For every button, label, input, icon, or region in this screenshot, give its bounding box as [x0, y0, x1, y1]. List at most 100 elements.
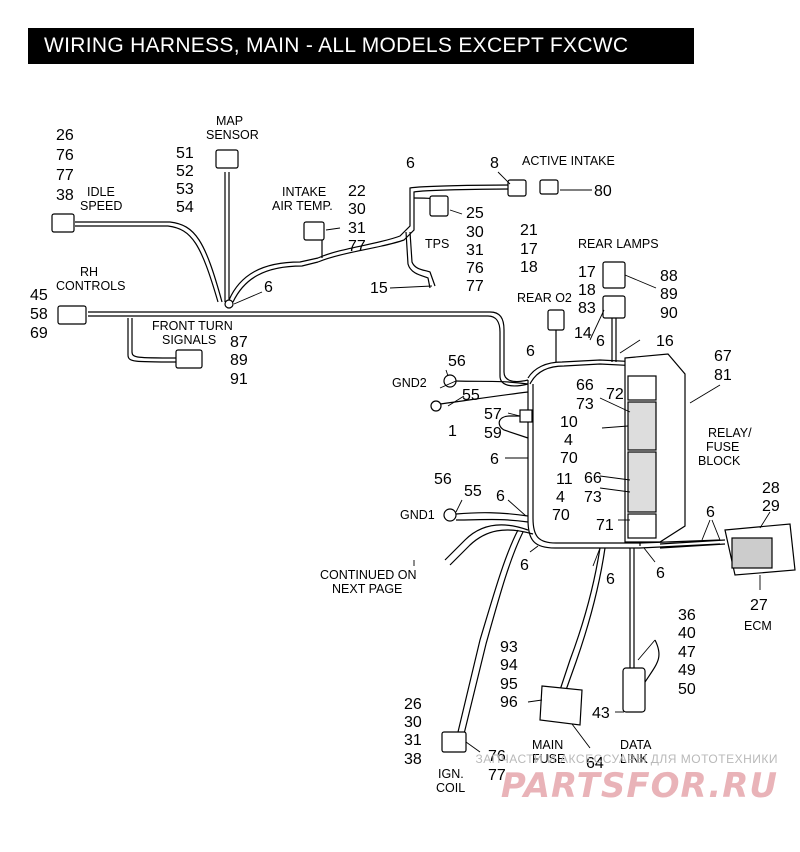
watermark: ЗАПЧАСТИ И АКСЕССУАРЫ ДЛЯ МОТОТЕХНИКИ PA…	[476, 752, 778, 806]
callout-mf-95: 95	[500, 676, 518, 693]
label-rh-1: RH	[80, 265, 98, 279]
callout-dl-49: 49	[678, 662, 696, 679]
callout-map-2: 52	[176, 163, 194, 180]
callout-6d: 6	[496, 488, 505, 505]
idle-speed-connector	[51, 213, 75, 233]
label-data-link-1: DATA	[620, 738, 652, 752]
callout-junction-6: 6	[264, 279, 273, 296]
callout-6g: 6	[656, 565, 665, 582]
component-labels: MAP SENSOR IDLE SPEED INTAKE AIR TEMP. A…	[56, 114, 772, 795]
callout-map-1: 51	[176, 145, 194, 162]
callout-tps-2: 30	[466, 224, 484, 241]
callout-tps-4: 76	[466, 260, 484, 277]
page-title: WIRING HARNESS, MAIN - ALL MODELS EXCEPT…	[28, 28, 694, 64]
label-gnd1: GND1	[400, 508, 435, 522]
label-tps: TPS	[425, 237, 449, 251]
gnd1-terminal	[443, 508, 457, 522]
wire-iat-trunk	[317, 184, 511, 259]
wire-gnd2-ring	[439, 391, 529, 405]
callout-rear-18: 18	[578, 282, 596, 299]
callout-6c: 6	[490, 451, 499, 468]
callout-active-17: 17	[520, 241, 538, 258]
callout-active-18: 18	[520, 259, 538, 276]
label-front-turn-2: SIGNALS	[162, 333, 216, 347]
callout-72: 72	[606, 386, 624, 403]
callout-57: 57	[484, 406, 502, 423]
callout-mf-96: 96	[500, 694, 518, 711]
label-main-fuse-2: FUSE	[532, 752, 565, 766]
wire-main-fuse	[559, 547, 601, 691]
callout-rear-88: 88	[660, 268, 678, 285]
label-continued-1: CONTINUED ON	[320, 568, 417, 582]
callout-dl-40: 40	[678, 625, 696, 642]
wire-15-loop	[409, 231, 436, 287]
wire-gnd1	[455, 512, 529, 517]
callout-gnd2-55: 55	[462, 387, 480, 404]
label-front-turn-1: FRONT TURN	[152, 319, 233, 333]
callout-rear-90: 90	[660, 305, 678, 322]
callout-gnd1-56: 56	[434, 471, 452, 488]
label-main-fuse-1: MAIN	[532, 738, 563, 752]
wire-harness-left-2	[532, 384, 721, 544]
wire-gnd1-2	[455, 518, 529, 523]
relay-71	[627, 513, 657, 539]
label-idle-1: IDLE	[87, 185, 115, 199]
wire-junction-up	[228, 257, 319, 301]
callout-71: 71	[596, 517, 614, 534]
label-active-intake: ACTIVE INTAKE	[522, 154, 615, 168]
callout-ign-38: 38	[404, 751, 422, 768]
label-ecm: ECM	[744, 619, 772, 633]
wire-idle-speed-inner	[75, 225, 219, 303]
callout-15: 15	[370, 280, 388, 297]
callout-rh-45: 45	[30, 287, 48, 304]
wire-continued-2	[449, 529, 534, 566]
wire-15-loop-2	[405, 231, 431, 289]
front-turn-connector	[175, 349, 203, 369]
wire-rh-main-2	[88, 315, 529, 387]
wire-ecm-2	[659, 543, 726, 549]
rear-lamps-connector-a	[602, 261, 626, 289]
callout-73b: 73	[584, 489, 602, 506]
callout-map-3: 53	[176, 181, 194, 198]
callout-ecm-6: 6	[706, 504, 715, 521]
fuse-row-lower	[627, 451, 657, 513]
wire-main-fuse-2	[565, 547, 606, 691]
callout-27: 27	[750, 597, 768, 614]
callout-front-87: 87	[230, 334, 248, 351]
ign-coil-connector	[441, 731, 467, 753]
callout-29: 29	[762, 498, 780, 515]
wire-harness-right	[527, 359, 641, 379]
label-rh-2: CONTROLS	[56, 279, 125, 293]
callout-map-4: 54	[176, 199, 194, 216]
callout-4a: 4	[564, 432, 573, 449]
callout-gnd1-55: 55	[464, 483, 482, 500]
callout-66b: 66	[584, 470, 602, 487]
callout-28: 28	[762, 480, 780, 497]
main-fuse-holder	[539, 685, 583, 726]
callout-ign-76: 76	[488, 748, 506, 765]
map-sensor-connector	[215, 149, 239, 169]
callout-1: 1	[448, 423, 457, 440]
callout-10: 10	[560, 414, 578, 431]
clip-57	[519, 409, 533, 423]
callout-active-8: 8	[490, 155, 499, 172]
callout-mf-94: 94	[500, 657, 518, 674]
label-continued-2: NEXT PAGE	[332, 582, 402, 596]
rh-controls-connector	[57, 305, 87, 325]
wire-continued	[444, 524, 529, 561]
junction-point	[224, 299, 234, 309]
callout-active-80: 80	[594, 183, 612, 200]
label-rear-lamps: REAR LAMPS	[578, 237, 659, 251]
callout-ign-31: 31	[404, 732, 422, 749]
wire-57	[498, 415, 529, 439]
watermark-brand: PARTSFOR.RU	[500, 766, 778, 806]
callout-tps-3: 31	[466, 242, 484, 259]
callout-6e: 6	[520, 557, 529, 574]
leader-lines	[233, 171, 771, 753]
callout-43: 43	[592, 705, 610, 722]
callout-iat-1: 22	[348, 183, 366, 200]
wire-idle-speed	[75, 221, 223, 303]
callout-81: 81	[714, 367, 732, 384]
label-ign-2: COIL	[436, 781, 465, 795]
